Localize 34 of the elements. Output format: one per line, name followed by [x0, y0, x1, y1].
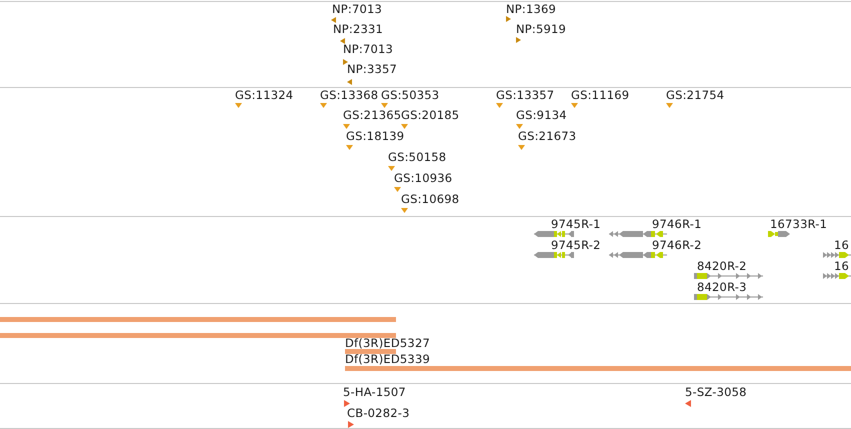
- feature-label: 9746R-2: [652, 239, 702, 252]
- feature-label: GS:21673: [518, 130, 576, 143]
- feature-label: 16: [834, 239, 850, 252]
- feature-label: 8420R-3: [697, 281, 747, 294]
- feature-label: GS:9134: [516, 109, 567, 122]
- feature-label: GS:10698: [401, 193, 460, 206]
- feature-label: GS:21754: [666, 89, 724, 102]
- feature-label: GS:21365: [343, 109, 402, 122]
- feature-label: NP:1369: [506, 3, 556, 16]
- feature-label: GS:50353: [381, 89, 440, 102]
- feature-label: 9745R-2: [551, 239, 601, 252]
- feature-label: NP:2331: [333, 23, 384, 36]
- feature-label: GS:11324: [235, 89, 294, 102]
- feature-label: 9745R-1: [551, 218, 601, 231]
- feature-label: NP:5919: [516, 23, 566, 36]
- feature-label: 9746R-1: [652, 218, 702, 231]
- feature-label: NP:7013: [343, 43, 394, 56]
- feature-label: NP:7013: [332, 3, 382, 16]
- feature-label: GS:20185: [401, 109, 460, 122]
- feature-label: Df(3R)ED5339: [345, 353, 430, 366]
- feature-label: Df(3R)ED5327: [345, 337, 430, 350]
- feature-label: 5-HA-1507: [343, 386, 406, 399]
- feature-label: 5-SZ-3058: [685, 386, 747, 399]
- feature-label: GS:50158: [388, 151, 446, 164]
- feature-label: GS:11169: [571, 89, 630, 102]
- feature-label: GS:10936: [394, 172, 452, 185]
- feature-label: 16733R-1: [770, 218, 828, 231]
- feature-label: 16: [834, 260, 850, 273]
- feature-label: GS:13357: [496, 89, 554, 102]
- feature-label: GS:13368: [320, 89, 378, 102]
- feature-label: CB-0282-3: [347, 407, 410, 420]
- feature-label: 8420R-2: [697, 260, 747, 273]
- feature-label: NP:3357: [347, 63, 398, 76]
- feature-label: GS:18139: [346, 130, 404, 143]
